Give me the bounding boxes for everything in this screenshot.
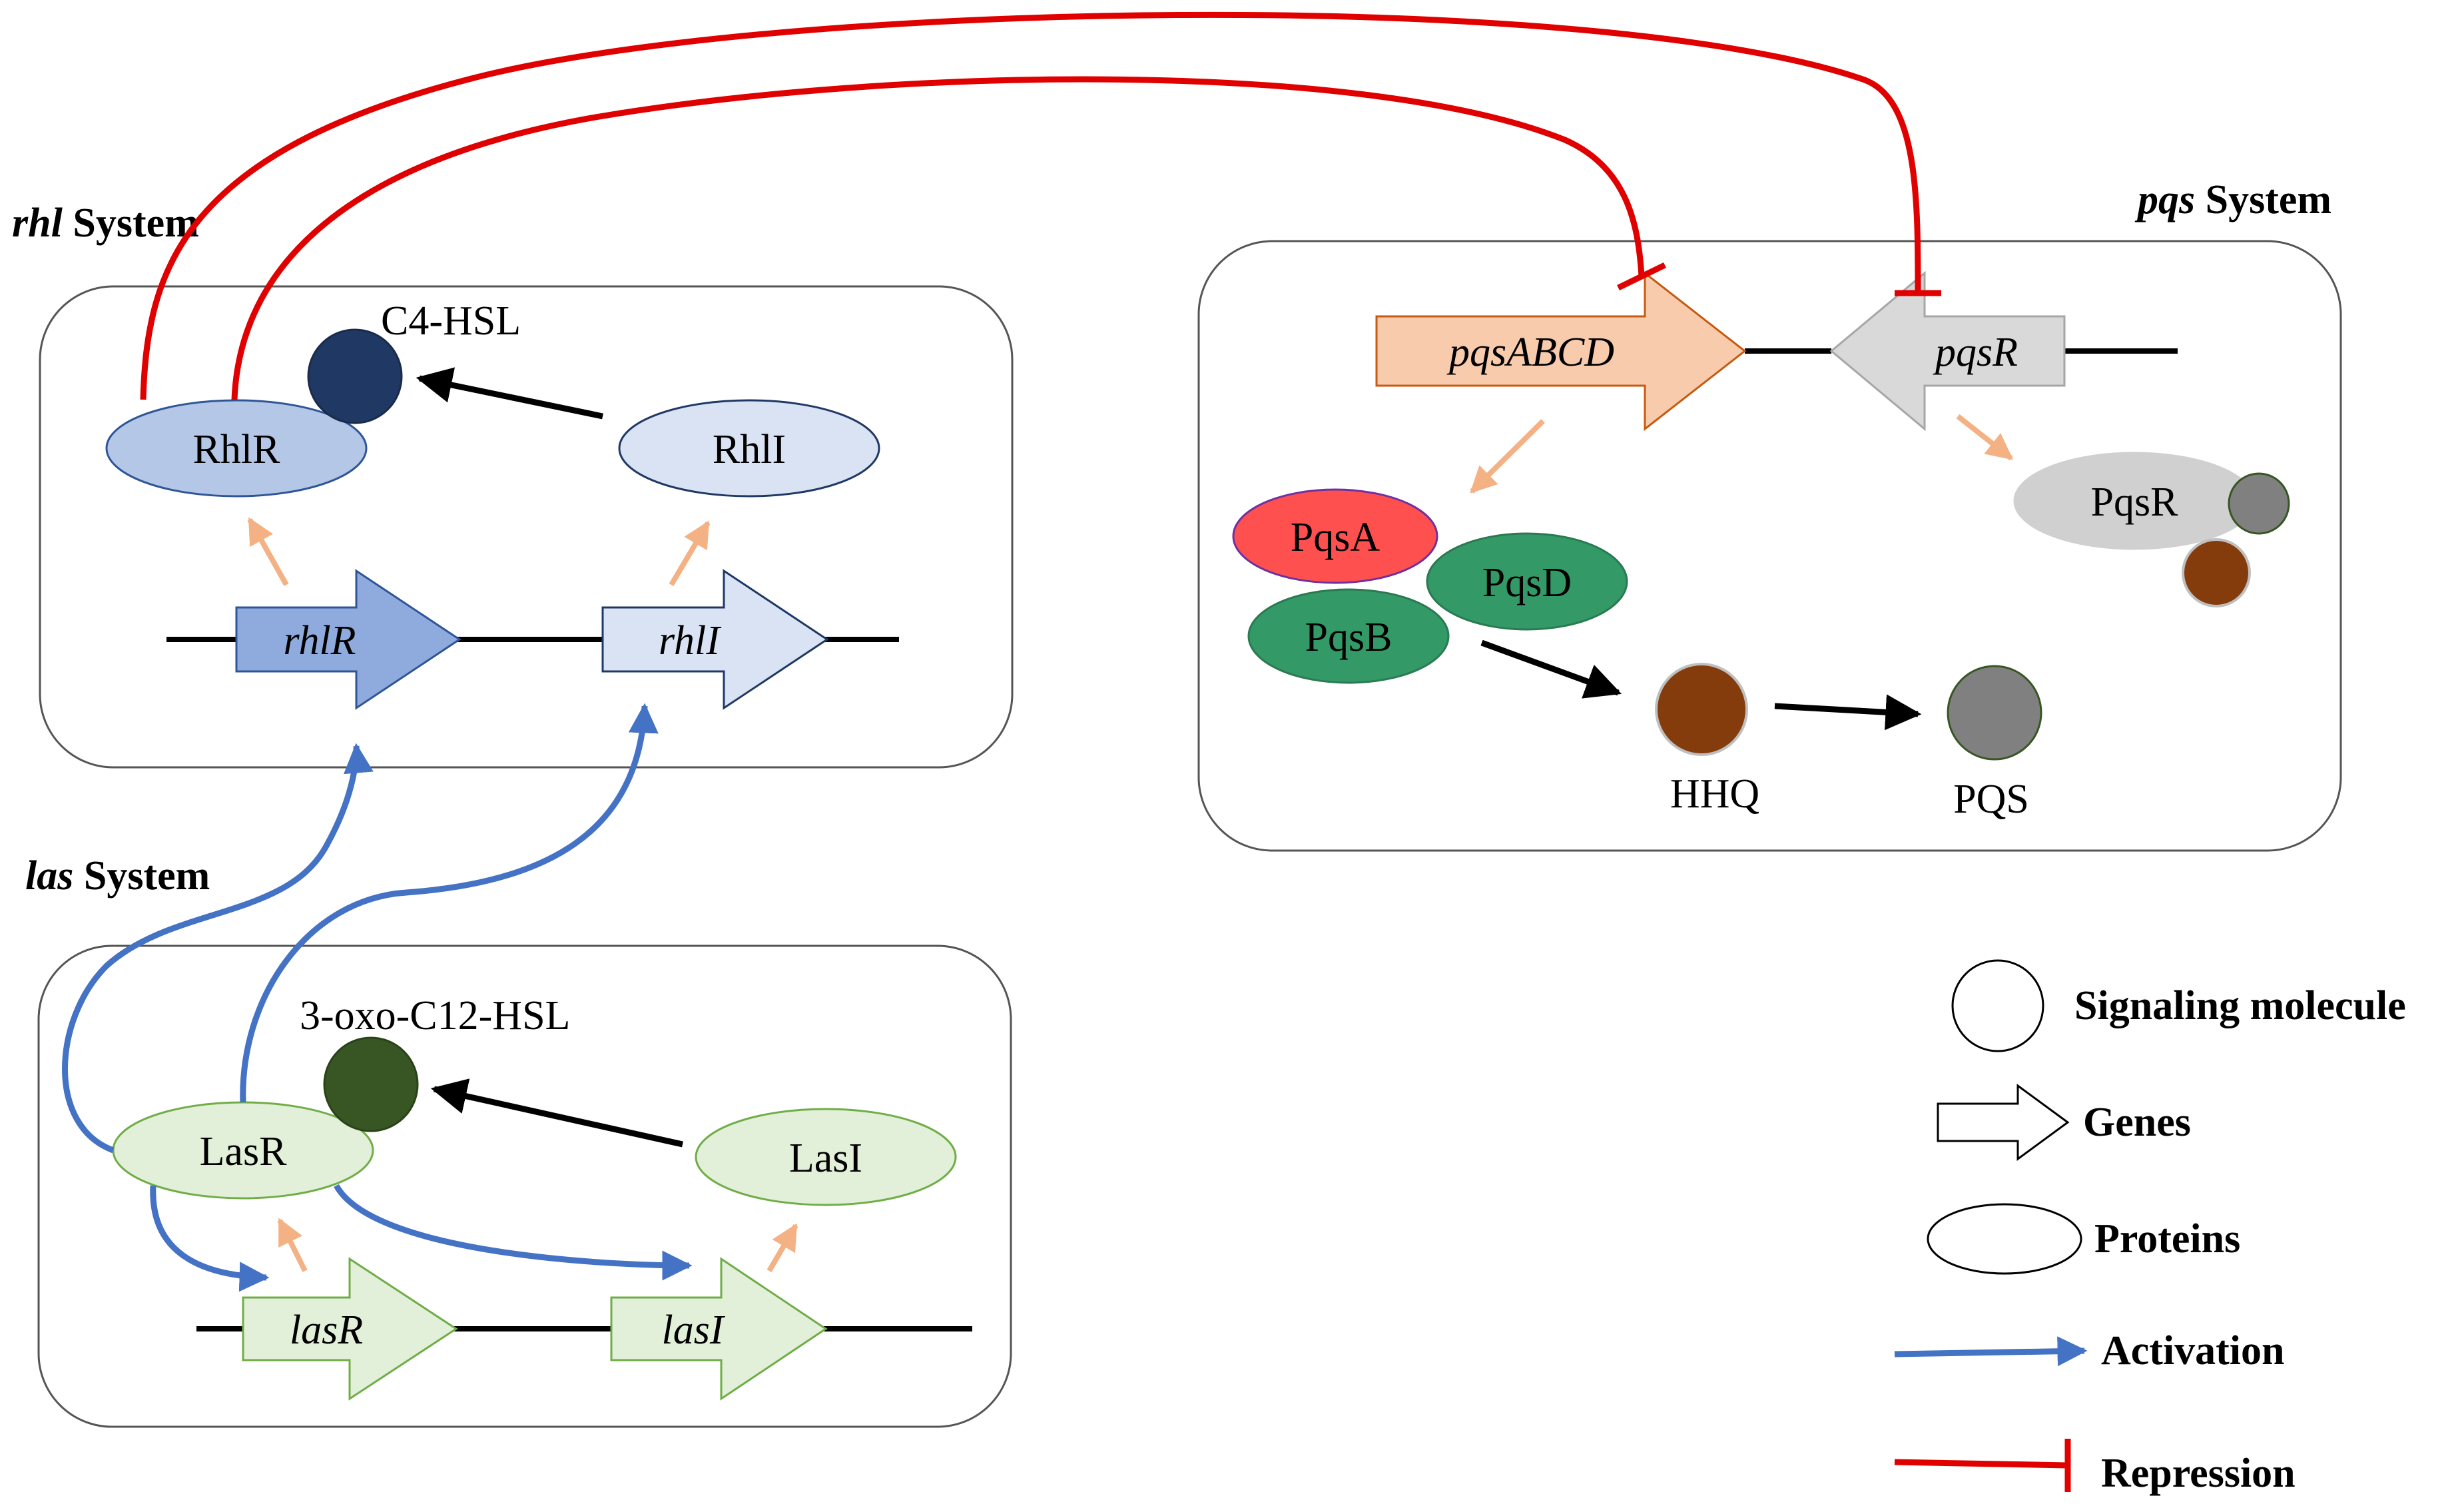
lasR-activates-lasI-arrow [334, 1184, 693, 1281]
pqsR-expression-arrow [1956, 414, 2014, 461]
rhlR-gene: rhlR [235, 569, 462, 710]
lasR-gene-arrow [242, 1257, 458, 1401]
PqsA-label: PqsA [1291, 515, 1381, 560]
legend: Signaling molecule Genes Proteins Activa… [1894, 959, 2406, 1496]
PqsD-label: PqsD [1482, 560, 1572, 605]
pqsABCD-gene-label: pqsABCD [1446, 330, 1614, 375]
lasR-expression-arrow [277, 1218, 308, 1272]
legend-signaling-molecule-label: Signaling molecule [2074, 983, 2406, 1028]
pqs-system-box [1197, 240, 2342, 852]
lasI-gene-label: lasI [662, 1308, 726, 1353]
LasR-protein: LasR [112, 1101, 374, 1200]
PqsA-ellipse [1232, 488, 1438, 584]
pqsABCD-gene: pqsABCD [1375, 270, 1747, 432]
LasR-label: LasR [200, 1129, 288, 1174]
PqsB-protein: PqsB [1247, 588, 1450, 684]
legend-proteins-label: Proteins [2094, 1216, 2240, 1262]
RhlR-ellipse [105, 399, 368, 498]
legend-gene-icon [1937, 1084, 2070, 1161]
3-oxo-c12-hsl-molecule [323, 1036, 419, 1132]
rhl-system-title: rhl System [12, 200, 199, 246]
legend-genes-label: Genes [2083, 1100, 2191, 1145]
lasR-activates-lasR-arrow [150, 1185, 270, 1292]
pqsABCD-repression-bar [1617, 262, 1666, 291]
legend-activation-icon [1894, 1336, 2088, 1367]
pqs-label: PQS [1953, 777, 2029, 822]
las-system-box [37, 944, 1012, 1428]
rhlR-gene-label: rhlR [283, 618, 356, 663]
c4-hsl-molecule [307, 328, 403, 424]
PqsB-label: PqsB [1305, 615, 1392, 660]
PqsD-ellipse [1426, 532, 1628, 631]
lasR-gene: lasR [242, 1257, 458, 1401]
rhlR-represses-pqsR-arc [140, 11, 1921, 400]
pqsR-gene-arrow [1829, 270, 2066, 432]
las-system-title: las System [25, 853, 210, 899]
pqs-system-title: pqs System [2134, 177, 2331, 222]
rhlI-gene-label: rhlI [659, 618, 722, 663]
PqsB-ellipse [1247, 588, 1450, 684]
pqsR-bound-pqs-molecule [2228, 472, 2290, 535]
rhlR-gene-arrow [235, 569, 462, 710]
legend-repression-line [1894, 1459, 2068, 1469]
hhq-to-pqs-arrow [1774, 694, 1922, 731]
legend-signaling-molecule-icon [1951, 959, 2044, 1052]
lasI-gene: lasI [610, 1257, 828, 1401]
LasI-ellipse [695, 1108, 957, 1206]
3-oxo-c12-hsl-label: 3-oxo-C12-HSL [300, 993, 570, 1038]
RhlR-protein: RhlR [105, 399, 368, 498]
pqsR-bound-hhq-molecule [2182, 538, 2251, 607]
legend-protein-icon [1927, 1203, 2082, 1275]
legend-repression-label: Repression [2101, 1451, 2296, 1496]
legend-activation-label: Activation [2101, 1328, 2285, 1373]
PqsD-protein: PqsD [1426, 532, 1628, 631]
hhq-label: HHQ [1670, 771, 1759, 817]
lasI-gene-arrow [610, 1257, 828, 1401]
RhlI-protein: RhlI [618, 399, 880, 498]
pqsR-gene-label: pqsR [1933, 330, 2018, 375]
PqsR-protein: PqsR [2013, 452, 2256, 550]
lasR-gene-label: lasR [290, 1308, 363, 1353]
LasI-protein: LasI [695, 1108, 957, 1206]
RhlI-label: RhlI [713, 427, 786, 472]
rhlI-gene: rhlI [601, 569, 829, 710]
rhlR-expression-arrow [247, 517, 289, 586]
LasI-label: LasI [789, 1136, 862, 1181]
PqsA-protein: PqsA [1232, 488, 1438, 584]
rhlI-gene-arrow [601, 569, 829, 710]
rhlI-expression-arrow [669, 520, 711, 587]
pqsABCD-expression-arrow [1470, 419, 1545, 494]
pqsb-to-hhq-arrow [1480, 639, 1622, 699]
pqs-molecule [1947, 665, 2042, 761]
rhl-system-box [39, 285, 1014, 769]
lasR-activates-rhlR-arrow [62, 743, 374, 1154]
lasI-synthesis-arrow [430, 1078, 683, 1148]
rhlR-represses-pqsABCD-arc [231, 76, 1645, 400]
RhlR-label: RhlR [193, 427, 281, 472]
c4-hsl-label: C4-HSL [381, 298, 521, 344]
pqsR-gene: pqsR [1829, 270, 2066, 432]
lasI-expression-arrow [767, 1223, 798, 1273]
hhq-molecule [1655, 663, 1748, 756]
rhlI-synthesis-arrow [416, 367, 603, 420]
pqsABCD-gene-arrow [1375, 270, 1747, 432]
lasR-activates-rhlI-arrow [240, 703, 659, 1103]
RhlI-ellipse [618, 399, 880, 498]
PqsR-label: PqsR [2091, 480, 2179, 525]
